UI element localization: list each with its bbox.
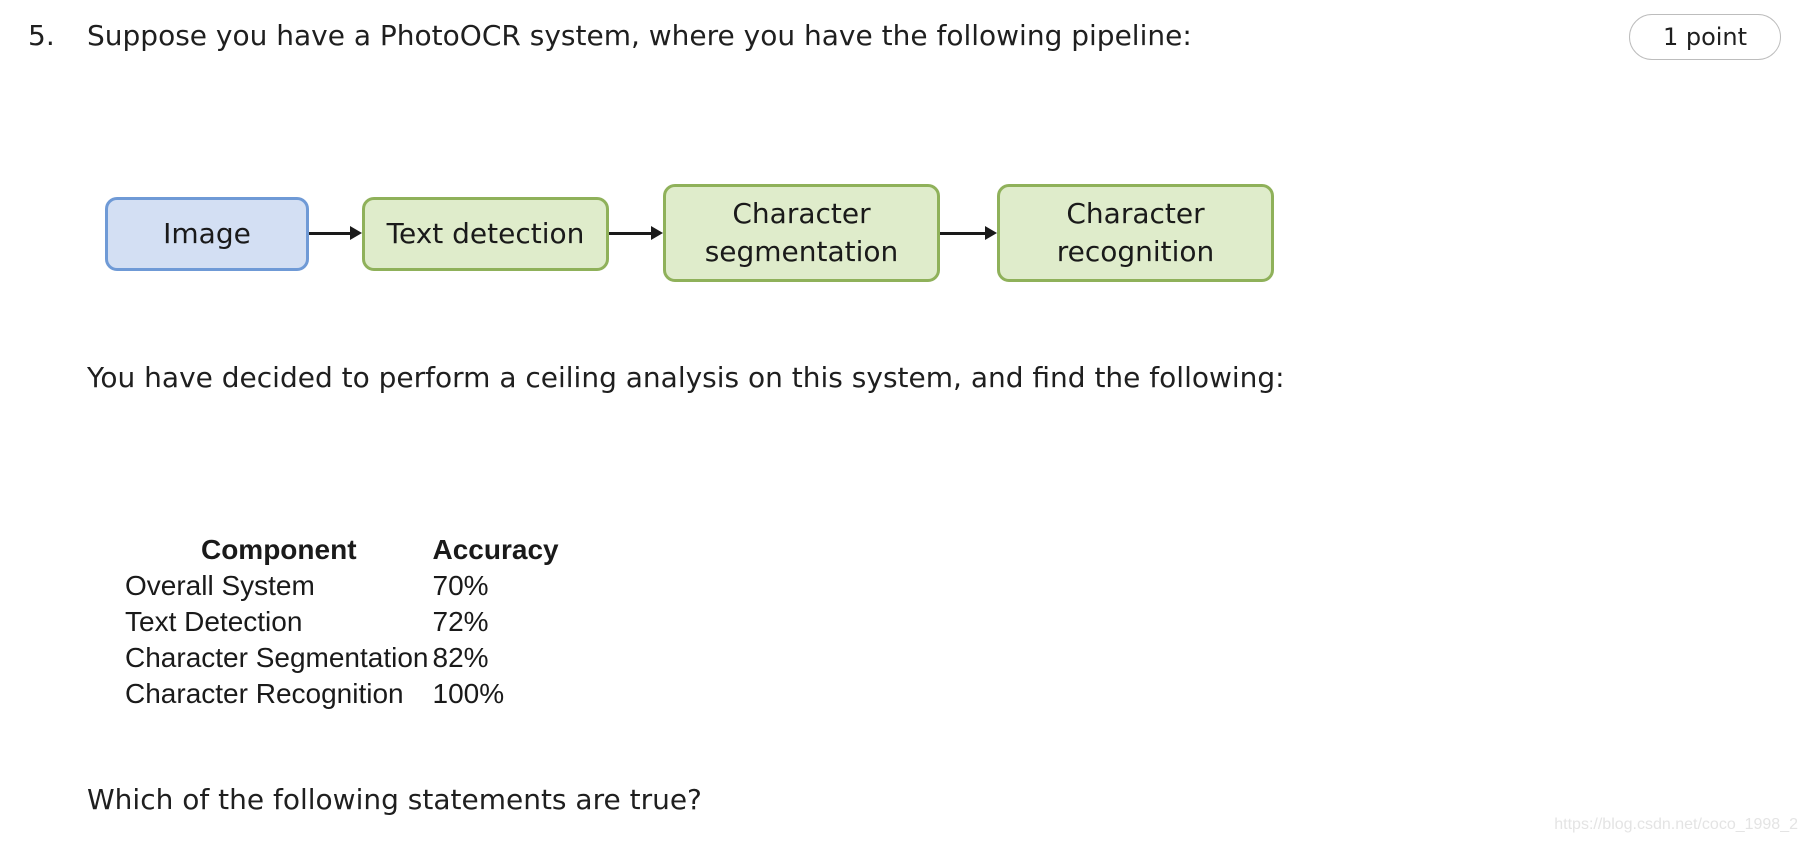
table-cell-component: Overall System bbox=[125, 570, 315, 601]
table-cell-component: Text Detection bbox=[125, 606, 303, 637]
question-prompt: Suppose you have a PhotoOCR system, wher… bbox=[87, 19, 1192, 52]
pipeline-stage-label: Text detection bbox=[386, 217, 585, 250]
analysis-text: You have decided to perform a ceiling an… bbox=[87, 361, 1285, 394]
table-row: Text Detection 72% bbox=[125, 604, 573, 640]
pipeline-arrow bbox=[940, 226, 997, 240]
question-number: 5. bbox=[28, 19, 55, 52]
table-cell-accuracy: 70% bbox=[432, 570, 489, 601]
table-cell-component: Character Segmentation bbox=[125, 642, 429, 673]
table-row: Overall System 70% bbox=[125, 568, 573, 604]
pipeline-stage-label: Image bbox=[163, 217, 251, 250]
table-cell-accuracy: 72% bbox=[432, 606, 489, 637]
table-header-accuracy: Accuracy bbox=[432, 534, 559, 565]
pipeline-stage-image: Image bbox=[105, 197, 309, 271]
table-cell-accuracy: 82% bbox=[432, 642, 489, 673]
table-cell-component: Character Recognition bbox=[125, 678, 404, 709]
table-row: Character Recognition 100% bbox=[125, 676, 573, 712]
pipeline-stage-label: Character segmentation bbox=[704, 197, 899, 268]
table-row: Character Segmentation 82% bbox=[125, 640, 573, 676]
pipeline-arrow bbox=[609, 226, 663, 240]
table-cell-accuracy: 100% bbox=[432, 678, 505, 709]
ceiling-analysis-table: Component Accuracy Overall System 70% Te… bbox=[125, 532, 573, 712]
pipeline-stage-character-segmentation: Character segmentation bbox=[663, 184, 940, 282]
closing-question: Which of the following statements are tr… bbox=[87, 783, 702, 816]
table-header-row: Component Accuracy bbox=[125, 532, 573, 568]
pipeline-stage-text-detection: Text detection bbox=[362, 197, 609, 271]
watermark: https://blog.csdn.net/coco_1998_2 bbox=[1554, 816, 1798, 833]
pipeline-stage-label: Character recognition bbox=[1056, 197, 1215, 268]
pipeline-arrow bbox=[309, 226, 362, 240]
points-badge: 1 point bbox=[1629, 14, 1781, 60]
table-header-component: Component bbox=[200, 534, 357, 565]
pipeline-stage-character-recognition: Character recognition bbox=[997, 184, 1274, 282]
